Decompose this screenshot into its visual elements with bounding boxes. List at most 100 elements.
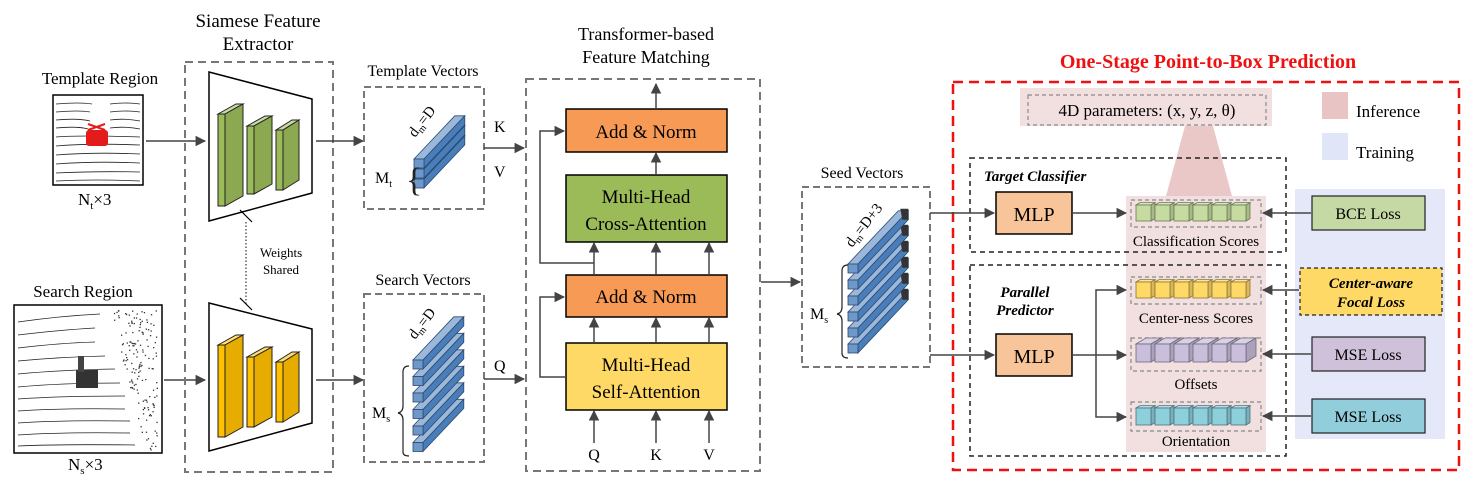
point — [147, 409, 150, 411]
vector-bar-extra-dims — [900, 208, 909, 220]
point — [133, 388, 135, 390]
point — [123, 359, 125, 361]
point — [149, 414, 151, 416]
center-aware-focal-loss-block — [1299, 267, 1443, 316]
point — [136, 389, 138, 391]
point — [142, 400, 144, 402]
vector-bar-front — [847, 311, 859, 322]
score-cube — [1230, 343, 1247, 363]
point — [140, 361, 142, 364]
score-cube — [1154, 281, 1171, 299]
point — [142, 413, 145, 415]
point — [152, 368, 154, 370]
point — [135, 383, 137, 386]
vector-bar-front — [413, 158, 425, 169]
weights-shared-label-1: Weights — [260, 245, 302, 260]
point — [125, 313, 127, 315]
self-attention-line2: Self-Attention — [592, 382, 701, 403]
slab-side — [282, 119, 300, 191]
score-cube-side — [1150, 404, 1156, 426]
score-cube — [1173, 204, 1190, 222]
point — [143, 407, 146, 409]
focal-loss-line1: Center-aware — [1329, 276, 1414, 292]
point — [131, 386, 133, 389]
point — [130, 341, 132, 343]
point — [133, 323, 135, 325]
point — [153, 324, 155, 326]
point — [138, 417, 140, 420]
extractor-title-line2: Extractor — [223, 34, 294, 55]
extractor-title-line1: Siamese Feature — [195, 11, 320, 32]
add-norm-bottom-label: Add & Norm — [595, 287, 697, 308]
vector-bar-extra-dims — [900, 240, 909, 252]
extractor-box — [184, 61, 334, 473]
yellow-conv-blocks — [216, 334, 301, 438]
score-cube — [1192, 407, 1209, 426]
point — [150, 330, 152, 332]
svg-text:{: { — [406, 162, 422, 199]
orientation-output: Orientation — [1130, 401, 1262, 450]
point — [131, 362, 133, 365]
template-size-label: Nt×3 — [78, 190, 111, 212]
point — [126, 342, 128, 344]
parallel-predictor-box — [969, 264, 1287, 457]
point — [137, 392, 139, 394]
point — [154, 396, 156, 398]
legend-inference-label: Inference — [1356, 102, 1420, 121]
point — [137, 340, 139, 342]
point — [135, 369, 137, 371]
slab-front — [246, 356, 255, 428]
point — [148, 367, 150, 369]
slab-front — [275, 361, 284, 423]
point — [136, 356, 138, 358]
prediction-outputs: Classification Scores Center-ness Scores… — [1130, 199, 1262, 450]
score-cube-side — [1245, 404, 1251, 426]
transformer-box — [525, 78, 761, 472]
slab-front — [275, 129, 284, 191]
point — [121, 344, 124, 346]
point — [147, 329, 150, 331]
score-cube-side — [1169, 404, 1175, 426]
legend-training-swatch — [1322, 133, 1348, 160]
point — [129, 349, 131, 351]
point — [149, 396, 151, 398]
transformer-arrows — [539, 82, 715, 443]
point — [156, 432, 158, 434]
weights-shared-label-2: Shared — [263, 262, 300, 277]
point — [141, 320, 143, 322]
point — [139, 344, 142, 346]
point — [156, 421, 158, 424]
point — [149, 447, 152, 450]
point — [146, 321, 149, 323]
point — [146, 401, 148, 403]
vector-bar-front — [412, 442, 424, 452]
params-box — [1027, 94, 1267, 126]
vector-bar-front — [412, 425, 424, 436]
point — [138, 330, 140, 332]
point — [156, 387, 158, 389]
point — [129, 325, 131, 327]
add-norm-top-block — [565, 108, 728, 153]
point — [124, 364, 126, 366]
vector-bar-front — [847, 279, 859, 290]
slab-front — [246, 125, 255, 195]
point — [136, 351, 139, 353]
point — [143, 312, 146, 314]
point — [151, 368, 153, 370]
score-cube — [1154, 407, 1171, 426]
point — [141, 364, 143, 367]
point — [125, 354, 127, 356]
score-cube — [1135, 204, 1152, 222]
point — [142, 333, 144, 335]
vector-bar-front — [412, 392, 424, 403]
point — [142, 409, 144, 411]
point — [138, 402, 140, 404]
point — [113, 312, 116, 315]
point — [150, 323, 152, 325]
search-encoder — [208, 302, 313, 452]
params-label: 4D parameters: (x, y, z, θ) — [1059, 101, 1236, 120]
offsets-label: Offsets — [1174, 377, 1217, 393]
point — [129, 341, 131, 343]
score-cube-side — [1188, 404, 1194, 426]
point — [118, 315, 120, 317]
